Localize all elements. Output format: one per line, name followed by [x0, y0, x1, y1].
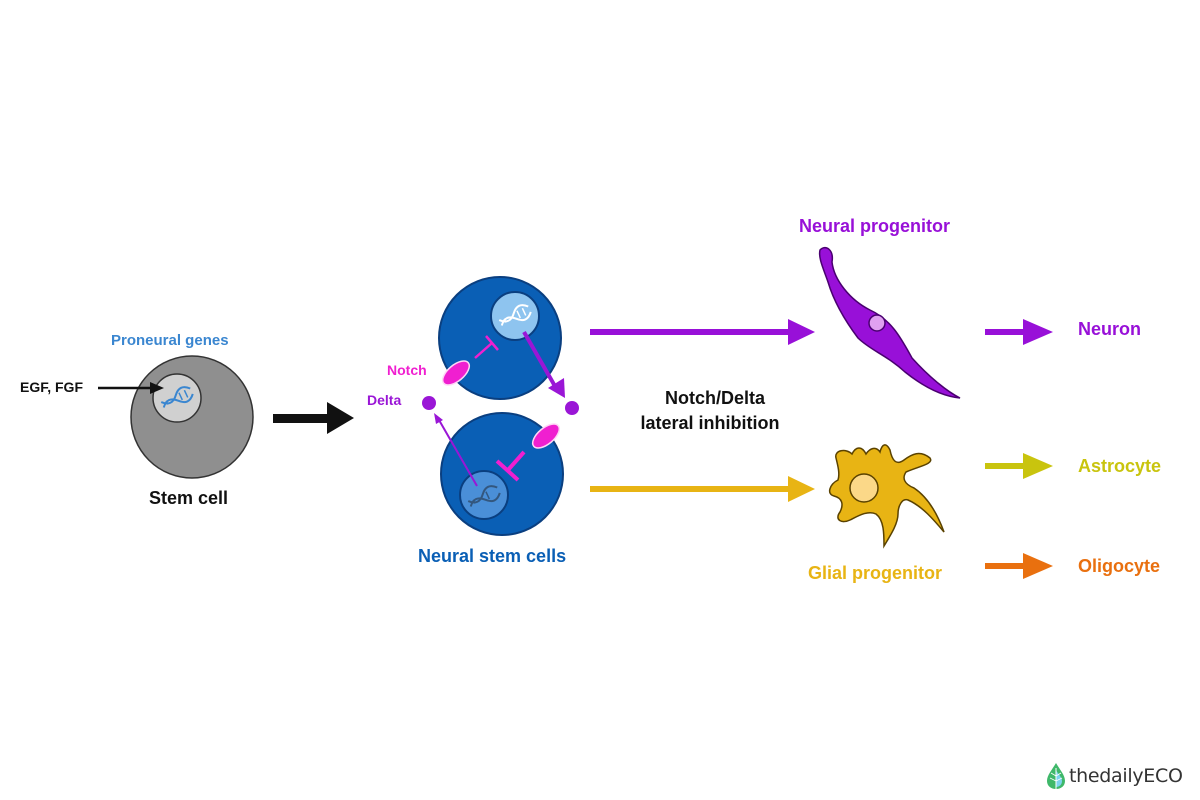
notch-label: Notch — [387, 362, 427, 378]
neural-stem-cells-label: Neural stem cells — [418, 546, 567, 566]
proneural-genes-label: Proneural genes — [111, 332, 229, 349]
notch-delta-label-line1: Notch/Delta — [664, 388, 765, 408]
astrocyte-arrow — [985, 453, 1053, 479]
leaf-drop-icon — [1047, 763, 1065, 789]
stem-to-neural-arrow — [273, 402, 354, 434]
to-neural-progenitor-arrow — [590, 319, 815, 345]
notch-inhibition-top — [474, 342, 493, 359]
stem-cell-label: Stem cell — [149, 488, 229, 508]
delta-ligand-left — [422, 396, 436, 410]
delta-arrow-bottom — [438, 419, 478, 487]
egf-fgf-label: EGF, FGF — [20, 379, 83, 395]
neural-stem-cell-bottom — [434, 412, 564, 536]
glial-progenitor-cell — [828, 444, 945, 549]
egf-fgf-arrow — [98, 382, 164, 394]
neural-progenitor-label: Neural progenitor — [799, 216, 951, 236]
to-glial-progenitor-arrow — [590, 476, 815, 502]
neural-progenitor-nucleus — [868, 314, 886, 332]
neural-stem-cell-bottom-nucleus — [459, 470, 509, 520]
notch-receptor-bottom — [531, 423, 561, 449]
astrocyte-label: Astrocyte — [1078, 456, 1162, 476]
dna-icon — [498, 304, 532, 326]
neuron-arrow — [985, 319, 1053, 345]
neural-progenitor-body — [818, 246, 961, 399]
notch-delta-label-line2: lateral inhibition — [640, 413, 780, 433]
glial-progenitor-nucleus — [849, 473, 879, 503]
oligocyte-arrow — [985, 553, 1053, 579]
notch-receptor-top — [441, 360, 471, 386]
logo-text: thedailyECO — [1069, 765, 1183, 787]
delta-arrow-top — [522, 331, 558, 389]
neural-stem-cell-top — [438, 276, 565, 400]
glial-progenitor-body — [828, 444, 945, 549]
stem-cell-nucleus — [152, 373, 202, 423]
delta-label: Delta — [367, 392, 402, 408]
neural-stem-cell-top-nucleus — [490, 291, 540, 341]
oligocyte-label: Oligocyte — [1078, 556, 1161, 576]
glial-progenitor-label: Glial progenitor — [808, 563, 943, 583]
neuron-label: Neuron — [1078, 319, 1141, 339]
neural-progenitor-cell — [818, 246, 961, 399]
dna-icon — [467, 485, 501, 507]
notch-inhibition-bottom — [506, 450, 526, 472]
dna-icon — [160, 386, 194, 408]
thedailyeco-logo[interactable]: thedailyECO — [1046, 762, 1183, 790]
delta-ligand-right — [565, 401, 579, 415]
stem-cell — [130, 355, 254, 479]
